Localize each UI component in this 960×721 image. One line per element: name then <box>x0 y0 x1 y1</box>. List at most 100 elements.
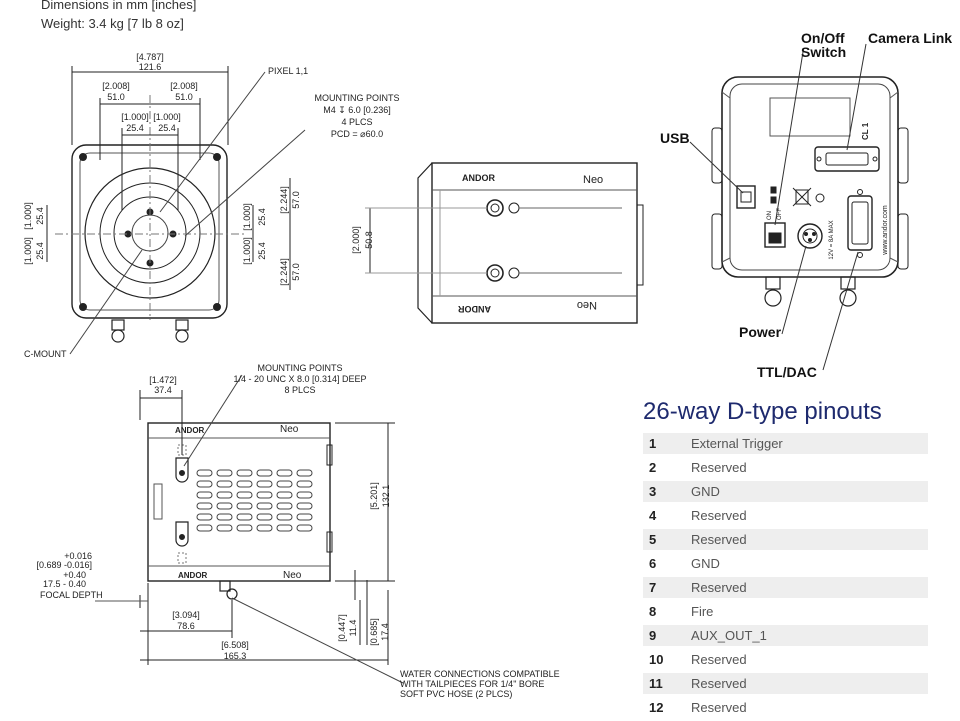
pin-signal: Reserved <box>683 577 928 598</box>
right-dn-in: [2.244] <box>279 258 289 286</box>
top-height-in: [2.000] <box>351 226 361 254</box>
tol-in-plus: +0.016 <box>64 551 92 561</box>
front-view-labels: [4.787] 121.6 [2.008] 51.0 [2.008] 51.0 … <box>23 52 400 359</box>
side-product-top: Neo <box>280 424 299 435</box>
water-note-3: SOFT PVC HOSE (2 PLCS) <box>400 689 512 699</box>
side-height-mm: 132.1 <box>381 485 391 508</box>
pin-number: 7 <box>643 577 683 598</box>
pin-signal: GND <box>683 481 928 502</box>
pin-number: 10 <box>649 652 664 667</box>
pin-number: 1 <box>643 433 683 454</box>
top-product: Neo <box>583 174 603 186</box>
table-row: 4 Reserved <box>643 505 928 526</box>
len1-in: [3.094] <box>172 610 200 620</box>
front-half-in-right: [2.008] <box>170 81 198 91</box>
pin-signal: Reserved <box>691 700 747 715</box>
pin-number: 9 <box>643 625 683 646</box>
side-offset-mm: 37.4 <box>154 385 172 395</box>
left-up-in: [1.000] <box>23 202 33 230</box>
pixel-label: PIXEL 1,1 <box>268 66 308 76</box>
weight-note: Weight: 3.4 kg [7 lb 8 oz] <box>41 16 184 31</box>
on-off-label-1: On/Off <box>801 30 845 46</box>
side-height-in: [5.201] <box>369 482 379 510</box>
pin-signal: External Trigger <box>683 433 928 454</box>
side-view-labels: [1.472] 37.4 MOUNTING POINTS 1/4 - 20 UN… <box>36 363 559 699</box>
top-view <box>365 162 644 324</box>
small2-mm: 17.4 <box>380 623 390 641</box>
inner-dn-mm: 25.4 <box>257 242 267 260</box>
len2-in: [6.508] <box>221 640 249 650</box>
pin-number: 12 <box>649 700 664 715</box>
pin-signal: Fire <box>691 604 714 619</box>
off-text: OFF <box>777 208 783 220</box>
front-mount-pcd: PCD = ⌀60.0 <box>331 129 383 139</box>
pin-signal: Reserved <box>691 460 747 475</box>
table-row: 12 Reserved <box>643 697 928 718</box>
table-row: 2 Reserved <box>643 457 928 478</box>
rear-panel <box>689 43 909 371</box>
pin-signal: Reserved <box>683 529 928 550</box>
focal-depth: FOCAL DEPTH <box>40 590 103 600</box>
side-brand-bottom: ANDOR <box>178 571 208 580</box>
drawings: [4.787] 121.6 [2.008] 51.0 [2.008] 51.0 … <box>23 30 952 699</box>
top-brand: ANDOR <box>462 173 495 183</box>
water-note-2: WITH TAILPIECES FOR 1/4" BORE <box>400 679 544 689</box>
small2-in: [0.685] <box>369 618 379 646</box>
ttl-label: TTL/DAC <box>757 364 817 380</box>
front-quarter-in-left: [1.000] <box>121 112 149 122</box>
table-row: 10 Reserved <box>643 649 928 670</box>
camera-link-label: Camera Link <box>868 30 952 46</box>
pin-number: 4 <box>649 508 657 523</box>
front-mount-spec: M4 ↧ 6.0 [0.236] <box>323 105 391 115</box>
power-label: Power <box>739 324 782 340</box>
on-text: ON <box>767 211 773 220</box>
side-mount-title: MOUNTING POINTS <box>258 363 343 373</box>
dimensions-note: Dimensions in mm [inches] <box>41 0 197 12</box>
tol-mm-base: 17.5 - 0.40 <box>43 579 86 589</box>
tol-mm-plus: +0.40 <box>63 570 86 580</box>
inner-up-in: [1.000] <box>242 203 252 231</box>
front-mount-count: 4 PLCS <box>341 117 372 127</box>
rating-label: 12V = 8A MAX <box>829 220 835 259</box>
right-up-mm: 57.0 <box>291 191 301 209</box>
small1-in: [0.447] <box>337 614 347 642</box>
rear-panel-labels: On/Off Switch Camera Link USB Power TTL/… <box>660 30 952 380</box>
right-dn-mm: 57.0 <box>291 263 301 281</box>
pin-signal: Reserved <box>691 652 747 667</box>
front-quarter-in-right: [1.000] <box>153 112 181 122</box>
side-offset-in: [1.472] <box>149 375 177 385</box>
front-half-in-left: [2.008] <box>102 81 130 91</box>
front-half-mm-right: 51.0 <box>175 92 193 102</box>
front-quarter-mm-left: 25.4 <box>126 123 144 133</box>
pin-number: 2 <box>649 460 657 475</box>
water-note-1: WATER CONNECTIONS COMPATIBLE <box>400 669 560 679</box>
front-width-mm: 121.6 <box>139 62 162 72</box>
left-dn-mm: 25.4 <box>35 242 45 260</box>
left-up-mm: 25.4 <box>35 207 45 225</box>
on-off-label-2: Switch <box>801 44 846 60</box>
cl1-label: CL 1 <box>861 122 870 140</box>
front-width-in: [4.787] <box>136 52 164 62</box>
len2-mm: 165.3 <box>224 651 247 661</box>
side-view <box>95 374 404 684</box>
top-height-mm: 50.8 <box>364 231 374 249</box>
pin-number: 5 <box>643 529 683 550</box>
pin-signal: Reserved <box>691 508 747 523</box>
top-view-labels: ANDOR Neo ANDOR Neo [2.000] 50.8 <box>351 173 603 314</box>
left-dn-in: [1.000] <box>23 237 33 265</box>
cmount-label: C-MOUNT <box>24 349 67 359</box>
front-half-mm-left: 51.0 <box>107 92 125 102</box>
front-quarter-mm-right: 25.4 <box>158 123 176 133</box>
side-mount-spec: 1/4 - 20 UNC X 8.0 [0.314] DEEP <box>233 374 366 384</box>
len1-mm: 78.6 <box>177 621 195 631</box>
small1-mm: 11.4 <box>348 620 358 637</box>
pin-signal: GND <box>691 556 720 571</box>
top-brand-flipped: ANDOR <box>458 304 491 314</box>
